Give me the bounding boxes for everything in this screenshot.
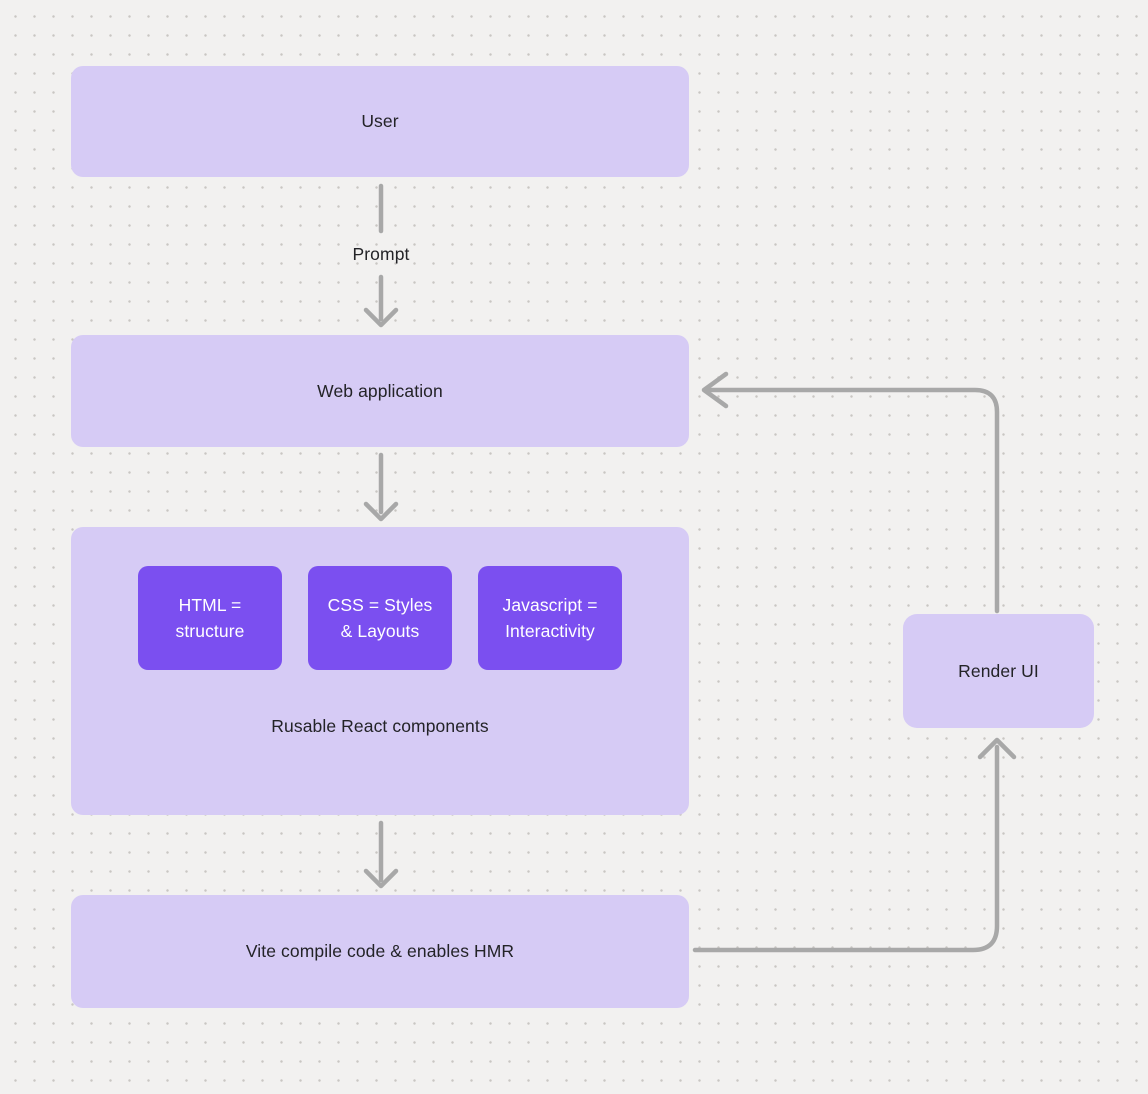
node-web-application-label: Web application <box>317 380 443 401</box>
edge-label-prompt: Prompt <box>352 244 410 264</box>
arrow-down-icon <box>363 868 399 889</box>
arrow-webapp-to-components <box>363 452 399 522</box>
arrow-vite-to-renderui <box>692 737 1017 953</box>
arrow-down-icon <box>363 501 399 522</box>
arrow-renderui-to-webapp <box>701 371 1000 614</box>
arrow-left-icon <box>701 371 729 409</box>
node-components-group[interactable]: HTML = structure CSS = Styles & Layouts … <box>71 527 689 815</box>
arrow-down-icon <box>363 307 399 328</box>
node-render-ui[interactable]: Render UI <box>903 614 1094 728</box>
node-web-application[interactable]: Web application <box>71 335 689 447</box>
components-group-caption: Rusable React components <box>271 716 489 736</box>
node-vite-label: Vite compile code & enables HMR <box>245 941 515 961</box>
chip-javascript-interactivity-label: Javascript = Interactivity <box>502 595 598 641</box>
arrow-up-icon <box>977 737 1017 760</box>
node-vite[interactable]: Vite compile code & enables HMR <box>71 895 689 1008</box>
chip-css-styles-label: CSS = Styles & Layouts <box>327 595 433 641</box>
chip-javascript-interactivity[interactable]: Javascript = Interactivity <box>478 566 622 670</box>
node-render-ui-label: Render UI <box>958 660 1039 681</box>
arrow-components-to-vite <box>363 820 399 889</box>
node-user-label: User <box>361 111 399 131</box>
chip-html-structure-label: HTML = structure <box>175 595 245 641</box>
node-user[interactable]: User <box>71 66 689 177</box>
chip-html-structure[interactable]: HTML = structure <box>138 566 282 670</box>
chip-css-styles[interactable]: CSS = Styles & Layouts <box>308 566 452 670</box>
